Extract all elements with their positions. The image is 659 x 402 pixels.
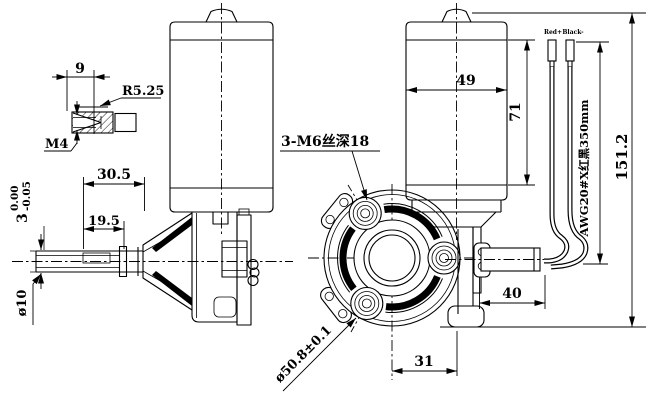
label-wire-positive: Red+ [544, 29, 562, 36]
dim-tip-radius: R5.25 [122, 84, 164, 99]
front-view [308, 184, 480, 380]
mounting-hole [350, 286, 384, 321]
dim-thread-size: M4 [45, 137, 68, 152]
gearbox-foot [447, 305, 485, 328]
gearbox-housing-left [191, 208, 260, 326]
center-boss [353, 219, 431, 297]
gearbox-neck [212, 211, 229, 225]
svg-text:0.00: 0.00 [9, 185, 21, 211]
mounting-hole [348, 196, 382, 230]
cover-slots [337, 203, 443, 313]
motor-body-outline [405, 21, 508, 201]
wire-black [550, 67, 589, 270]
dim-shaft-diameter: ø10 [15, 290, 30, 317]
wire-terminal-negative [565, 39, 575, 62]
motor-end-cap [205, 8, 238, 23]
dimensions: 9 R5.25 M4 30.5 19.5 3 0.00 -0.05 ø10 [9, 12, 646, 392]
dim-shaft-length: 30.5 [97, 167, 131, 183]
dim-motor-diameter: 49 [456, 73, 475, 89]
motor-body-outline [169, 21, 274, 213]
gearbox-cone-fins [137, 212, 193, 311]
dim-output-length: 40 [502, 286, 522, 302]
dim-center-to-face: 31 [414, 354, 433, 370]
svg-text:-0.05: -0.05 [21, 181, 33, 211]
dim-bolt-circle: ø50.8±0.1 [272, 323, 335, 386]
right-side-view [405, 3, 552, 328]
note-mounting-holes: 3-M6丝深18 [281, 133, 369, 150]
dim-section-width: 9 [75, 61, 85, 77]
label-wire-negative: Black- [562, 29, 584, 36]
gearbox-right [411, 200, 552, 328]
left-side-view [12, 3, 293, 326]
shaft-flat [82, 252, 111, 264]
dim-overall-length: 151.2 [613, 134, 631, 181]
shaft-stub [114, 112, 137, 133]
svg-text:3: 3 [15, 213, 31, 223]
wire-red [544, 67, 570, 264]
note-wire-spec: AWG20#X红黑350mm [577, 100, 591, 238]
shaft-end-detail [71, 106, 137, 134]
lead-wires [544, 39, 589, 270]
dim-flat-tolerance: 3 0.00 -0.05 [9, 181, 33, 223]
dim-flat-length: 19.5 [88, 214, 120, 229]
mounting-hole [427, 241, 461, 275]
wire-terminal-positive [547, 39, 557, 62]
shaft-collar [118, 245, 128, 278]
output-boss [221, 240, 248, 278]
dim-motor-body-length: 71 [508, 102, 524, 121]
mounting-plate-left [236, 214, 252, 326]
motor-end-cap [441, 8, 472, 23]
